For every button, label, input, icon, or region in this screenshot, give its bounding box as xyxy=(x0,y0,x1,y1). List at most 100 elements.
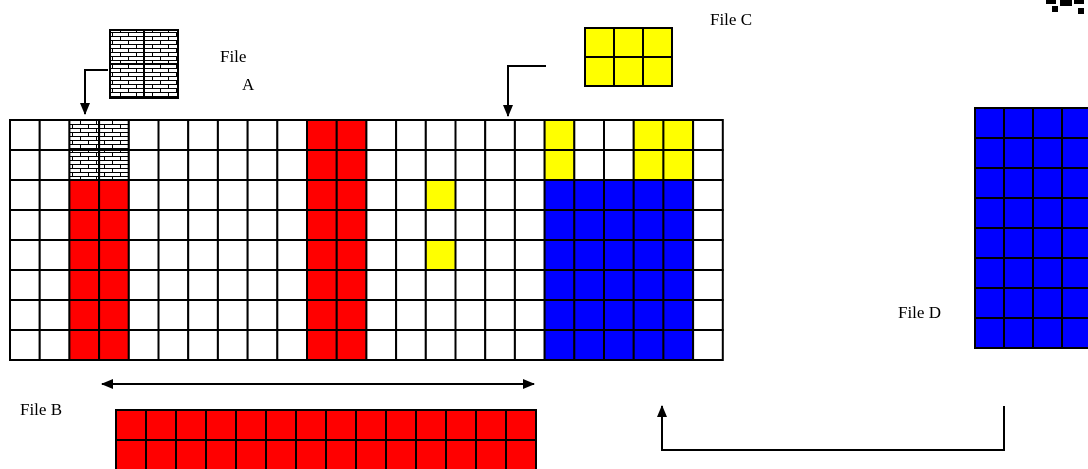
file-d-cell xyxy=(1004,228,1033,258)
file-c-cell xyxy=(643,57,672,86)
disk-block-cell xyxy=(574,120,604,150)
disk-block-cell xyxy=(663,210,693,240)
disk-block-cell xyxy=(604,180,634,210)
disk-block-cell xyxy=(277,300,307,330)
disk-block-cell xyxy=(545,270,575,300)
disk-block-cell xyxy=(485,150,515,180)
file-d-cell xyxy=(1033,138,1062,168)
file-b-cell xyxy=(326,440,356,469)
file-d-block xyxy=(975,108,1088,348)
disk-block-cell xyxy=(456,270,486,300)
disk-block-cell xyxy=(426,300,456,330)
file-b-cell xyxy=(476,440,506,469)
disk-block-cell xyxy=(485,180,515,210)
disk-block-cell xyxy=(634,300,664,330)
disk-block-cell xyxy=(426,180,456,210)
disk-block-cell xyxy=(693,210,723,240)
disk-block-cell xyxy=(663,120,693,150)
disk-block-cell xyxy=(545,240,575,270)
file-b-cell xyxy=(356,440,386,469)
file-a-arrow xyxy=(85,70,108,114)
disk-block-cell xyxy=(366,120,396,150)
file-c-cell xyxy=(614,57,643,86)
disk-block-cell xyxy=(277,270,307,300)
disk-block-cell xyxy=(604,300,634,330)
file-d-cell xyxy=(975,138,1004,168)
disk-block-cell xyxy=(574,240,604,270)
disk-block-cell xyxy=(307,240,337,270)
file-d-cell xyxy=(1062,168,1088,198)
file-d-cell xyxy=(1004,138,1033,168)
disk-block-cell xyxy=(426,330,456,360)
disk-block-cell xyxy=(218,210,248,240)
disk-block-cell xyxy=(396,150,426,180)
file-d-cell xyxy=(1004,318,1033,348)
disk-block-cell xyxy=(10,210,40,240)
file-d-cell xyxy=(1062,288,1088,318)
disk-block-cell xyxy=(515,180,545,210)
disk-block-cell xyxy=(396,120,426,150)
file-d-cell xyxy=(1062,138,1088,168)
disk-block-cell xyxy=(515,240,545,270)
disk-block-cell xyxy=(10,120,40,150)
disk-block-cell xyxy=(515,210,545,240)
disk-block-cell xyxy=(277,150,307,180)
disk-block-cell xyxy=(426,150,456,180)
disk-block-cell xyxy=(604,270,634,300)
disk-block-cell xyxy=(129,120,159,150)
file-b-cell xyxy=(416,410,446,440)
disk-block-cell xyxy=(307,330,337,360)
disk-block-cell xyxy=(218,330,248,360)
disk-block-cell xyxy=(99,240,129,270)
file-b-cell xyxy=(146,410,176,440)
disk-block-cell xyxy=(634,150,664,180)
disk-block-cell xyxy=(485,270,515,300)
disk-block-cell xyxy=(307,270,337,300)
disk-block-cell xyxy=(69,120,99,150)
file-b-cell xyxy=(176,410,206,440)
disk-block-cell xyxy=(663,330,693,360)
disk-block-cell xyxy=(277,210,307,240)
disk-block-cell xyxy=(426,240,456,270)
disk-block-cell xyxy=(663,270,693,300)
file-b-cell xyxy=(506,410,536,440)
file-d-cell xyxy=(1033,318,1062,348)
disk-block-cell xyxy=(129,300,159,330)
disk-block-cell xyxy=(634,180,664,210)
disk-block-cell xyxy=(40,150,70,180)
disk-block-cell xyxy=(218,270,248,300)
file-d-label: File D xyxy=(898,303,941,322)
disk-block-cell xyxy=(40,180,70,210)
disk-block-cell xyxy=(485,210,515,240)
file-b-cell xyxy=(206,410,236,440)
file-b-cell xyxy=(146,440,176,469)
disk-block-cell xyxy=(218,240,248,270)
disk-block-cell xyxy=(248,330,278,360)
disk-block-cell xyxy=(485,240,515,270)
disk-block-cell xyxy=(10,300,40,330)
file-b-cell xyxy=(116,410,146,440)
file-d-return-arrow xyxy=(662,406,1004,450)
disk-block-cell xyxy=(574,180,604,210)
disk-block-cell xyxy=(693,300,723,330)
disk-block-cell xyxy=(693,180,723,210)
file-a-cell xyxy=(144,30,178,64)
file-d-cell xyxy=(975,258,1004,288)
disk-block-cell xyxy=(40,300,70,330)
disk-block-cell xyxy=(248,180,278,210)
file-d-cell xyxy=(1033,288,1062,318)
file-d-cell xyxy=(1062,108,1088,138)
disk-block-cell xyxy=(426,270,456,300)
disk-block-cell xyxy=(10,330,40,360)
disk-block-cell xyxy=(159,210,189,240)
file-d-cell xyxy=(1033,228,1062,258)
disk-block-cell xyxy=(337,120,367,150)
disk-block-cell xyxy=(248,270,278,300)
disk-block-grid xyxy=(10,120,723,360)
disk-block-cell xyxy=(277,120,307,150)
disk-block-cell xyxy=(545,150,575,180)
disk-block-cell xyxy=(188,210,218,240)
disk-block-cell xyxy=(663,150,693,180)
disk-block-cell xyxy=(574,330,604,360)
